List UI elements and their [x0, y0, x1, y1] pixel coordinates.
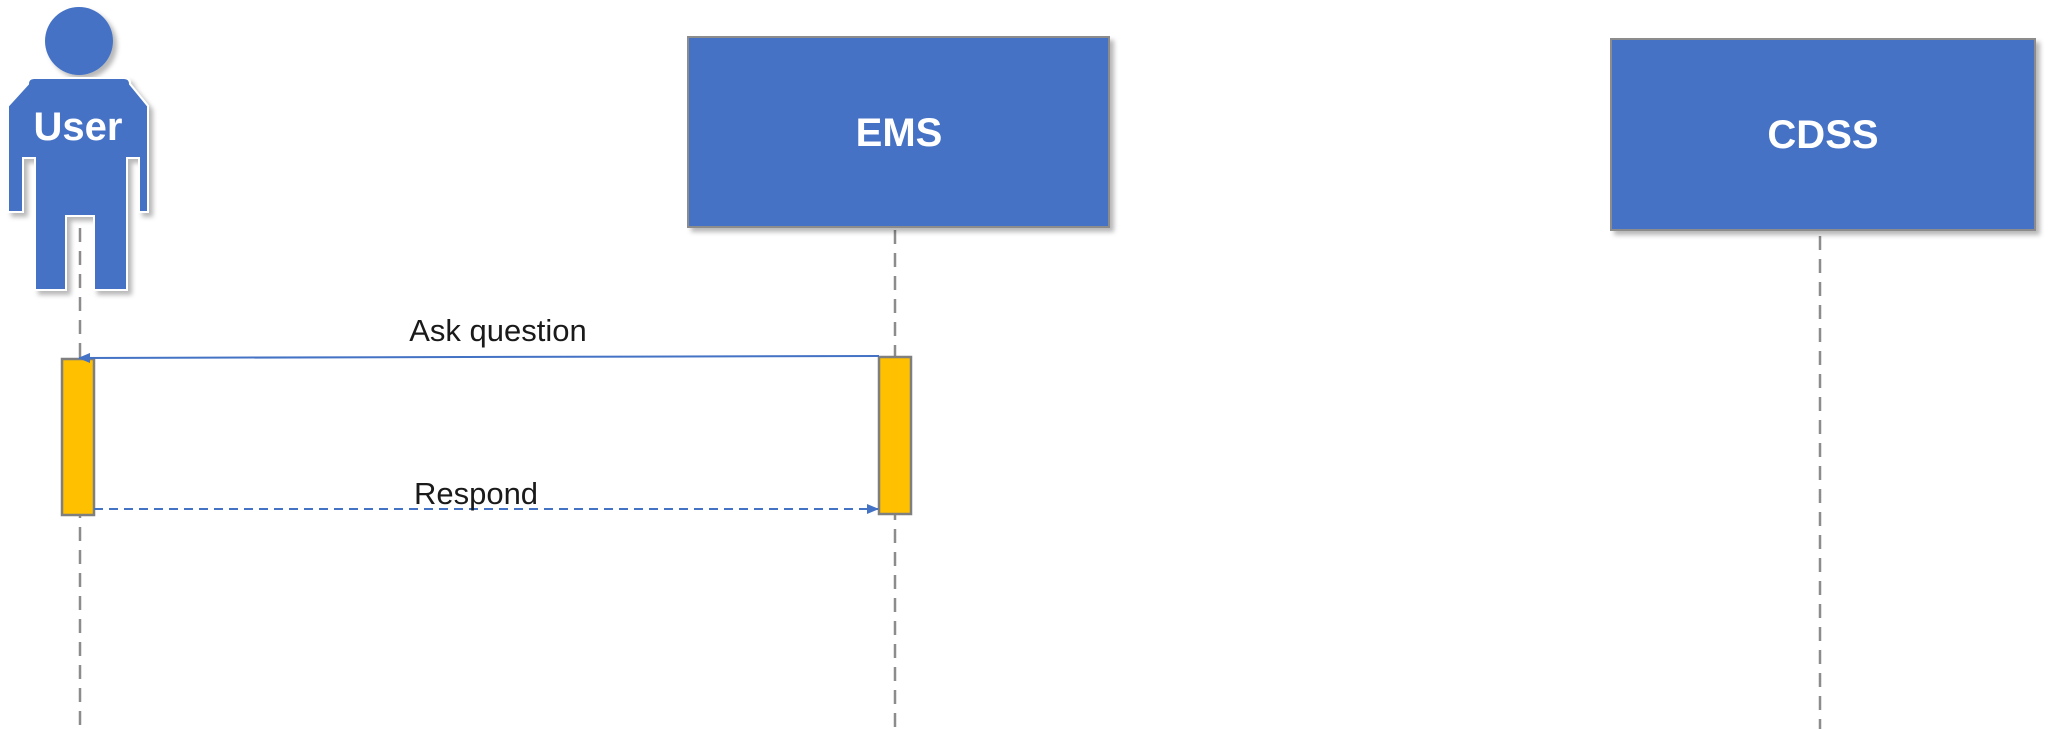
message-label: Ask question: [409, 313, 587, 348]
actor-user[interactable]: [7, 7, 149, 291]
participant-cdss[interactable]: CDSS: [1610, 38, 2036, 231]
message-ask-question: Ask question: [78, 313, 880, 363]
participant-box: [687, 36, 1110, 228]
person-icon: [7, 7, 149, 291]
activation-bar-user: [60, 357, 96, 517]
participant-label: CDSS: [1767, 113, 1878, 157]
message-respond: Respond: [94, 476, 879, 514]
message-label: Respond: [414, 476, 538, 511]
participant-label: EMS: [856, 111, 943, 155]
participant-box: [1610, 38, 2036, 231]
message-arrow: [78, 352, 880, 363]
actor-label: User: [34, 105, 123, 149]
activation-bar-ems: [877, 355, 913, 516]
participant-ems[interactable]: EMS: [687, 36, 1110, 228]
